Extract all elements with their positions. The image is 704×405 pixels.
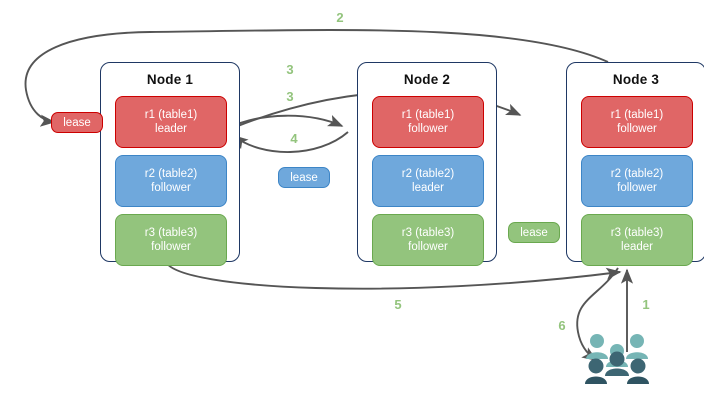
replica-range-label: r2 (table2) [144,168,198,180]
replica-node1-r2[interactable]: r2 (table2) follower [115,155,227,207]
replica-role-label: follower [617,123,657,135]
node-box-2[interactable]: Node 2 r1 (table1) follower r2 (table2) … [357,62,497,266]
replica-role-label: follower [408,241,448,253]
replica-range-label: r1 (table1) [610,109,664,121]
replica-node2-r3[interactable]: r3 (table3) follower [372,214,484,266]
replica-role-label: follower [151,241,191,253]
replica-node2-r2[interactable]: r2 (table2) leader [372,155,484,207]
node-box-1[interactable]: Node 1 r1 (table1) leader r2 (table2) fo… [100,62,240,266]
lease-badge-green[interactable]: lease [508,222,560,243]
replica-role-label: leader [412,182,444,194]
step-label-3a: 3 [286,62,294,77]
replica-role-label: follower [151,182,191,194]
node-box-3[interactable]: Node 3 r1 (table1) follower r2 (table2) … [566,62,704,266]
replica-role-label: leader [621,241,653,253]
replica-range-label: r1 (table1) [144,109,198,121]
replica-range-label: r2 (table2) [401,168,455,180]
edge-step-5 [165,261,622,290]
replica-range-label: r3 (table3) [144,227,198,239]
replica-node3-r2[interactable]: r2 (table2) follower [581,155,693,207]
step-label-3b: 3 [286,89,294,104]
replica-range-label: r1 (table1) [401,109,455,121]
replica-range-label: r2 (table2) [610,168,664,180]
replica-role-label: follower [617,182,657,194]
replica-node1-r3[interactable]: r3 (table3) follower [115,214,227,266]
node-title-3: Node 3 [612,72,660,87]
lease-badge-red[interactable]: lease [51,112,103,133]
edge-step-4 [232,131,349,153]
replica-role-label: leader [155,123,187,135]
step-label-4: 4 [290,131,298,146]
replica-node3-r1[interactable]: r1 (table1) follower [581,96,693,148]
people-group-icon [585,334,649,384]
node-title-2: Node 2 [403,72,451,87]
replica-range-label: r3 (table3) [610,227,664,239]
replica-node2-r1[interactable]: r1 (table1) follower [372,96,484,148]
edge-step-2 [24,29,609,127]
step-label-1: 1 [642,297,650,312]
edge-step-3-to-node2 [227,114,344,129]
lease-badge-blue[interactable]: lease [278,167,330,188]
replica-range-label: r3 (table3) [401,227,455,239]
replica-node1-r1[interactable]: r1 (table1) leader [115,96,227,148]
step-label-2: 2 [336,10,344,25]
node-title-1: Node 1 [146,72,194,87]
step-label-5: 5 [394,297,402,312]
step-label-6: 6 [558,318,566,333]
replica-node3-r3[interactable]: r3 (table3) leader [581,214,693,266]
replica-role-label: follower [408,123,448,135]
